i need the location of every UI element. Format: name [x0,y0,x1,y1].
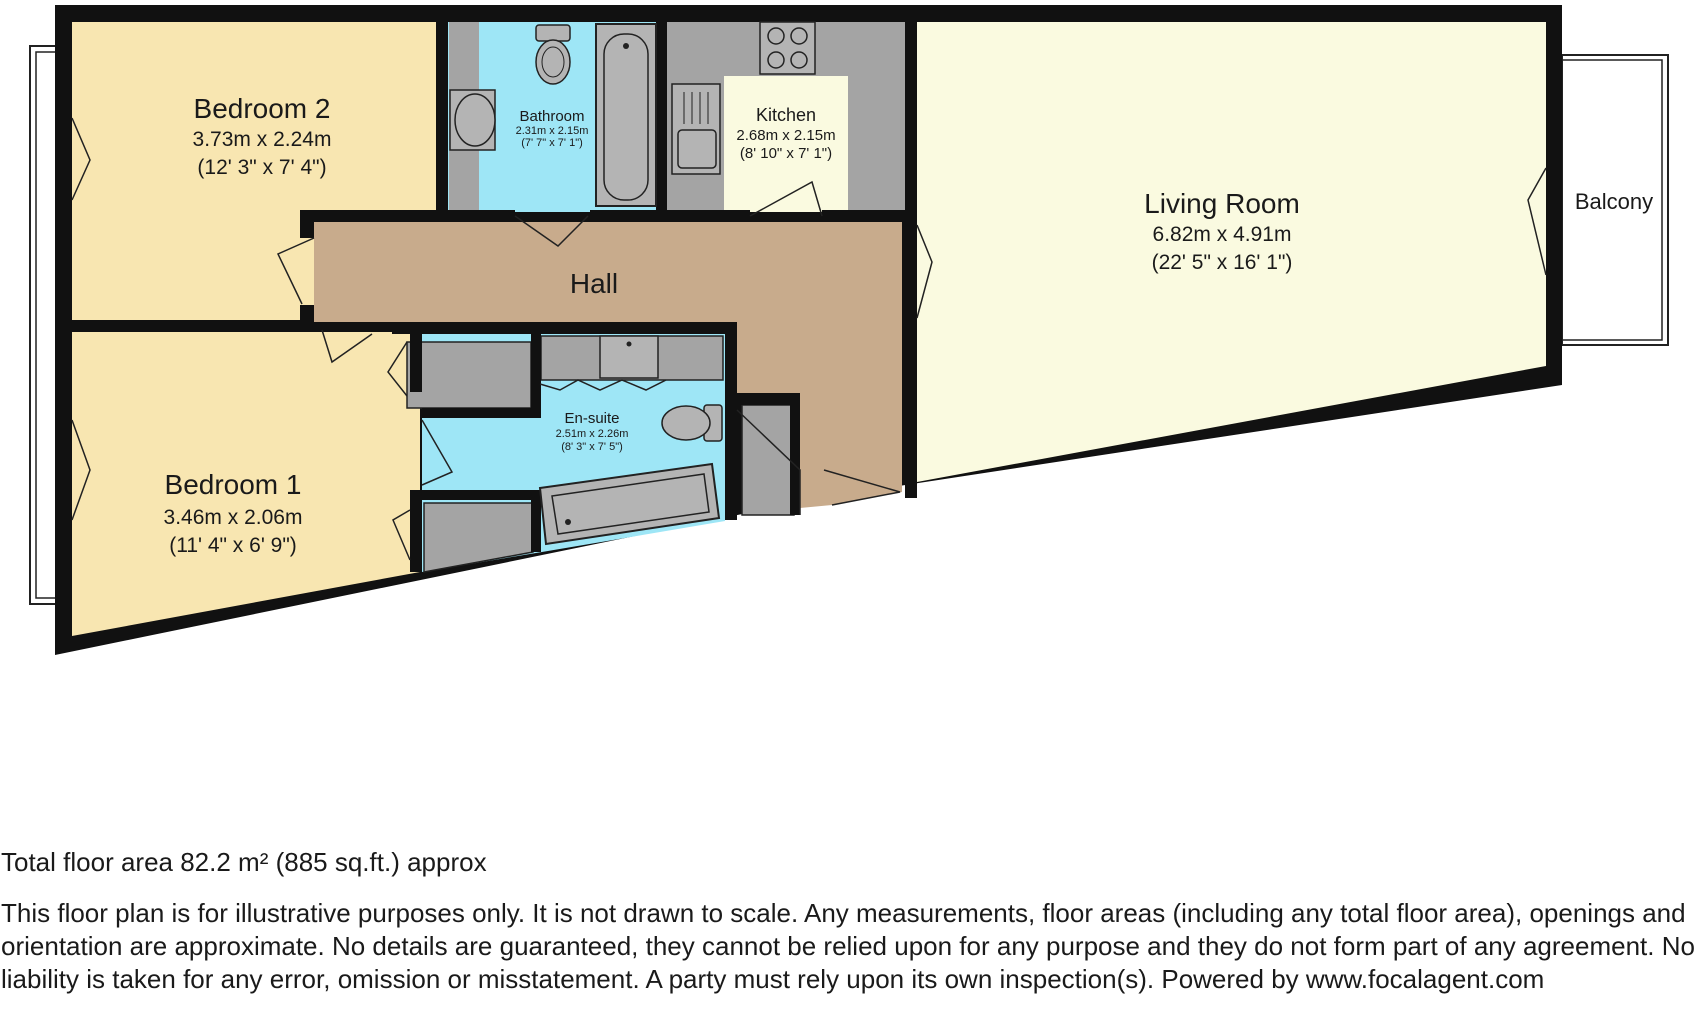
bedroom-1-dimensions-imperial: (11' 4" x 6' 9") [169,534,297,557]
door-swings [71,117,1547,561]
bathroom-dimensions-metric: 2.31m x 2.15m [516,125,589,137]
floor-plan: Bedroom 2 3.73m x 2.24m (12' 3" x 7' 4")… [29,5,1669,655]
balcony-area [1561,54,1669,346]
storage-cupboard [423,502,534,573]
hob [759,21,816,75]
hall-floor [314,222,902,508]
living-room-floor [917,22,1546,482]
kitchen-dimensions-imperial: (8' 10" x 7' 1") [740,145,832,162]
hall-name: Hall [570,268,618,299]
storage-cupboard [406,341,532,409]
ensuite-bathtub [538,462,721,546]
ensuite-name: En-suite [564,410,619,427]
bedroom-2-dimensions-imperial: (12' 3" x 7' 4") [197,156,326,179]
interior-walls [55,5,917,572]
living-room-dimensions-metric: 6.82m x 4.91m [1153,223,1292,246]
bathroom-dimensions-imperial: (7' 7" x 7' 1") [521,137,583,149]
bedroom-1-name: Bedroom 1 [165,469,302,500]
total-floor-area: Total floor area 82.2 m² (885 sq.ft.) ap… [1,847,487,877]
kitchen-dimensions-metric: 2.68m x 2.15m [736,127,835,144]
kitchen-sink [671,83,721,175]
kitchen-name: Kitchen [756,105,816,125]
bedroom-2-dimensions-metric: 3.73m x 2.24m [193,128,332,151]
bedroom-1-dimensions-metric: 3.46m x 2.06m [164,506,303,529]
kitchen-floor [724,76,848,212]
ensuite-sink [599,335,659,379]
bedroom-1-floor [72,332,420,636]
ensuite-dimensions-imperial: (8' 3" x 7' 5") [561,441,623,453]
living-room-dimensions-imperial: (22' 5" x 16' 1") [1152,251,1293,274]
ensuite-dimensions-metric: 2.51m x 2.26m [556,428,629,440]
ensuite-toilet [661,404,723,442]
window-frame-left [29,45,59,605]
living-room-name: Living Room [1144,188,1300,219]
sink [449,89,496,151]
bedroom-2-name: Bedroom 2 [194,93,331,124]
toilet [535,24,571,85]
balcony-name: Balcony [1575,189,1653,214]
bathroom-name: Bathroom [519,108,584,125]
bathtub [595,23,657,207]
disclaimer-text: This floor plan is for illustrative purp… [1,898,1695,994]
